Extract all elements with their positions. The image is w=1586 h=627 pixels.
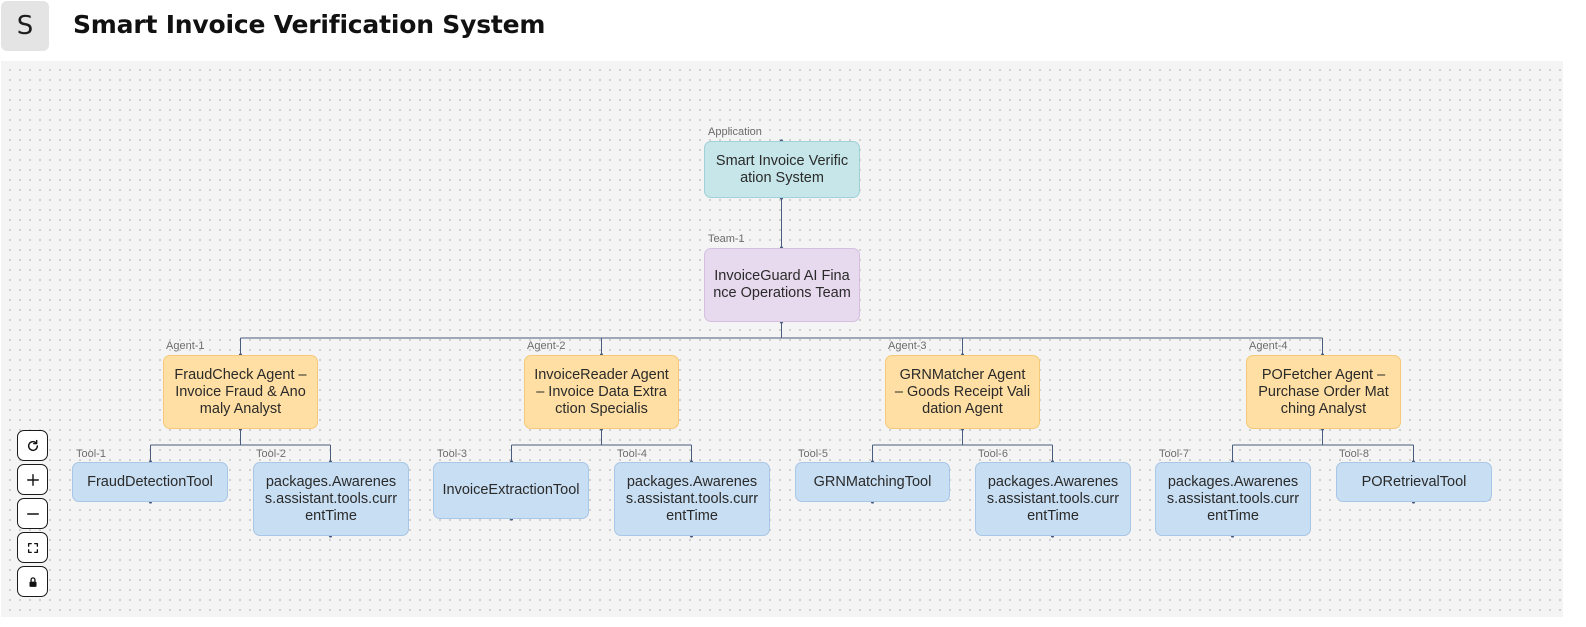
tool-tag: Tool-7	[1159, 448, 1189, 460]
tool-node-currenttime[interactable]: packages.Awareness.assistant.tools.curre…	[614, 462, 770, 536]
tool-node-currenttime[interactable]: packages.Awareness.assistant.tools.curre…	[975, 462, 1131, 536]
tool-node-currenttime[interactable]: packages.Awareness.assistant.tools.curre…	[253, 462, 409, 536]
agent-tag: Agent-2	[527, 340, 566, 352]
agent-tag: Agent-4	[1249, 340, 1288, 352]
lock-icon	[29, 576, 36, 587]
agent-node-grnmatcher[interactable]: GRNMatcher Agent – Goods Receipt Validat…	[885, 355, 1040, 429]
refresh-icon	[27, 439, 38, 451]
application-tag: Application	[708, 126, 762, 138]
tool-tag: Tool-2	[256, 448, 286, 460]
tool-node-currenttime[interactable]: packages.Awareness.assistant.tools.curre…	[1155, 462, 1311, 536]
application-node[interactable]: Smart Invoice Verification System	[704, 141, 860, 198]
tool-tag: Tool-3	[437, 448, 467, 460]
tool-node-frauddetection[interactable]: FraudDetectionTool	[72, 462, 228, 502]
tool-tag: Tool-5	[798, 448, 828, 460]
tool-tag: Tool-6	[978, 448, 1008, 460]
team-tag: Team-1	[708, 233, 745, 245]
app-avatar[interactable]: S	[1, 1, 49, 51]
lock-button[interactable]	[17, 566, 48, 597]
zoom-in-button[interactable]	[17, 464, 48, 495]
agent-tag: Agent-1	[166, 340, 205, 352]
fit-view-button[interactable]	[17, 532, 48, 563]
tool-tag: Tool-4	[617, 448, 647, 460]
tool-node-grnmatching[interactable]: GRNMatchingTool	[795, 462, 950, 502]
reset-view-button[interactable]	[17, 430, 48, 461]
tool-tag: Tool-1	[76, 448, 106, 460]
page-title: Smart Invoice Verification System	[73, 10, 546, 39]
tool-tag: Tool-8	[1339, 448, 1369, 460]
agent-node-pofetcher[interactable]: POFetcher Agent – Purchase Order Matchin…	[1246, 355, 1401, 429]
agent-tag: Agent-3	[888, 340, 927, 352]
minus-icon	[26, 512, 39, 515]
canvas-controls	[17, 430, 49, 600]
plus-icon	[26, 473, 39, 486]
header-bar: S Smart Invoice Verification System	[0, 0, 1586, 60]
agent-node-invoicereader[interactable]: InvoiceReader Agent – Invoice Data Extra…	[524, 355, 679, 429]
agent-node-fraudcheck[interactable]: FraudCheck Agent – Invoice Fraud & Anoma…	[163, 355, 318, 429]
tool-node-invoiceextraction[interactable]: InvoiceExtractionTool	[433, 462, 589, 519]
fit-view-icon	[27, 542, 38, 553]
tool-node-poretrieval[interactable]: PORetrievalTool	[1336, 462, 1492, 502]
zoom-out-button[interactable]	[17, 498, 48, 529]
team-node[interactable]: InvoiceGuard AI Finance Operations Team	[704, 248, 860, 322]
